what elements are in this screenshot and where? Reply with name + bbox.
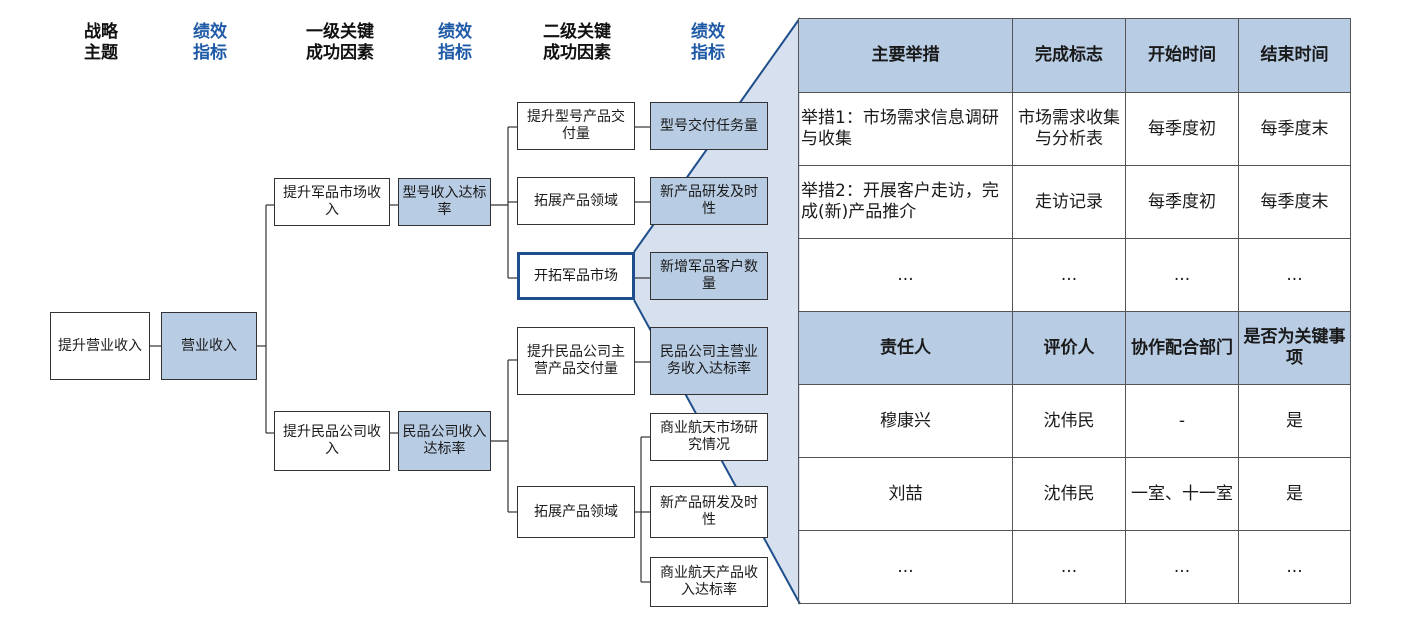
table-cell: ... — [1125, 530, 1239, 604]
table-cell: ... — [1238, 530, 1351, 604]
header-kpi-2: 绩效指标 — [438, 22, 472, 63]
table-cell: 刘喆 — [798, 457, 1013, 531]
node-expand-domain-2: 拓展产品领域 — [517, 486, 635, 538]
table-cell: - — [1125, 384, 1239, 458]
table-cell: 一室、十一室 — [1125, 457, 1239, 531]
table-cell: 举措1：市场需求信息调研与收集 — [798, 92, 1013, 166]
table-cell: 每季度末 — [1238, 92, 1351, 166]
table-cell: 举措2：开展客户走访，完成(新)产品推介 — [798, 165, 1013, 239]
node-expand-domain-1: 拓展产品领域 — [517, 177, 635, 225]
table-header-row: 主要举措 完成标志 开始时间 结束时间 — [798, 18, 1351, 93]
table-header-cell: 主要举措 — [798, 18, 1013, 93]
table-cell: 每季度末 — [1238, 165, 1351, 239]
table-row: ... ... ... ... — [798, 238, 1351, 312]
table-cell: ... — [798, 530, 1013, 604]
table-cell: 市场需求收集与分析表 — [1012, 92, 1126, 166]
node-civil-income-rate: 民品公司收入达标率 — [398, 411, 491, 471]
node-new-product-timeliness-2: 新产品研发及时性 — [650, 486, 768, 538]
table-cell: 是 — [1238, 457, 1351, 531]
table-row: 举措1：市场需求信息调研与收集 市场需求收集与分析表 每季度初 每季度末 — [798, 92, 1351, 166]
table-cell: 每季度初 — [1125, 92, 1239, 166]
header-kpi-3: 绩效指标 — [691, 22, 725, 63]
table-cell: 穆康兴 — [798, 384, 1013, 458]
node-civil-main-delivery: 提升民品公司主营产品交付量 — [517, 327, 635, 395]
table-header-cell: 评价人 — [1012, 311, 1126, 385]
header-kpi-1: 绩效指标 — [193, 22, 227, 63]
node-civil-main-income-rate: 民品公司主营业务收入达标率 — [650, 327, 768, 395]
table-row: 刘喆 沈伟民 一室、十一室 是 — [798, 457, 1351, 531]
table-header-cell: 开始时间 — [1125, 18, 1239, 93]
table-cell: ... — [1125, 238, 1239, 312]
table-header-cell: 是否为关键事项 — [1238, 311, 1351, 385]
table-cell: ... — [1238, 238, 1351, 312]
node-boost-delivery: 提升型号产品交付量 — [517, 102, 635, 150]
node-model-income-rate: 型号收入达标率 — [398, 178, 491, 226]
node-open-military-market: 开拓军品市场 — [517, 252, 635, 300]
table-header-cell: 协作配合部门 — [1125, 311, 1239, 385]
table-row: 穆康兴 沈伟民 - 是 — [798, 384, 1351, 458]
table-cell: 走访记录 — [1012, 165, 1126, 239]
node-new-military-customers: 新增军品客户数量 — [650, 252, 768, 300]
node-commercial-aerospace-income: 商业航天产品收入达标率 — [650, 557, 768, 607]
table-cell: 沈伟民 — [1012, 457, 1126, 531]
header-first-level-csf: 一级关键成功因素 — [306, 22, 374, 63]
node-military-market-income: 提升军品市场收入 — [274, 178, 390, 226]
node-new-product-timeliness-1: 新产品研发及时性 — [650, 177, 768, 225]
table-header-row: 责任人 评价人 协作配合部门 是否为关键事项 — [798, 311, 1351, 385]
node-commercial-aerospace-research: 商业航天市场研究情况 — [650, 413, 768, 461]
header-second-level-csf: 二级关键成功因素 — [543, 22, 611, 63]
node-strategic-theme: 提升营业收入 — [50, 312, 150, 380]
table-cell: 沈伟民 — [1012, 384, 1126, 458]
header-strategic-theme: 战略主题 — [84, 22, 118, 63]
table-row: 举措2：开展客户走访，完成(新)产品推介 走访记录 每季度初 每季度末 — [798, 165, 1351, 239]
table-cell: ... — [1012, 530, 1126, 604]
table-cell: 是 — [1238, 384, 1351, 458]
table-row: ... ... ... ... — [798, 530, 1351, 604]
table-cell: 每季度初 — [1125, 165, 1239, 239]
action-plan-table: 主要举措 完成标志 开始时间 结束时间 举措1：市场需求信息调研与收集 市场需求… — [798, 18, 1351, 604]
table-header-cell: 结束时间 — [1238, 18, 1351, 93]
table-cell: ... — [1012, 238, 1126, 312]
node-revenue-kpi: 营业收入 — [161, 312, 257, 380]
table-header-cell: 完成标志 — [1012, 18, 1126, 93]
table-header-cell: 责任人 — [798, 311, 1013, 385]
node-model-delivery-tasks: 型号交付任务量 — [650, 102, 768, 150]
table-cell: ... — [798, 238, 1013, 312]
node-civil-company-income: 提升民品公司收入 — [274, 411, 390, 471]
